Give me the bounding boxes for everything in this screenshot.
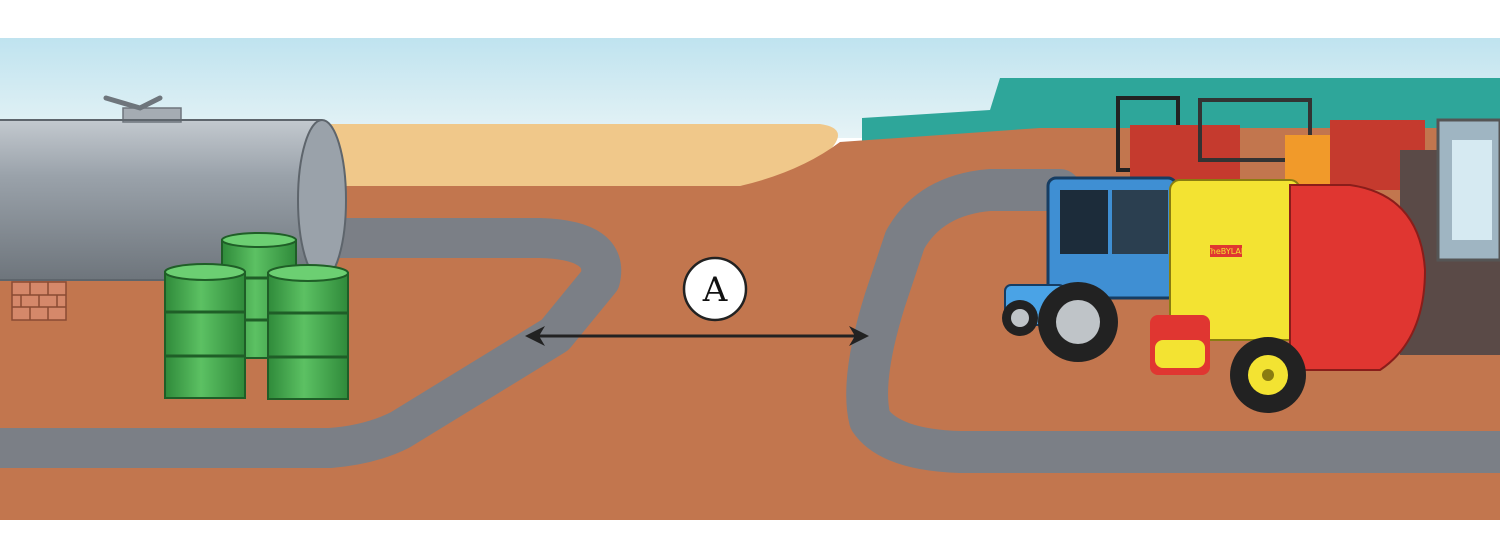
road-left — [0, 218, 622, 468]
barrel-front-left — [164, 263, 246, 399]
sand-dune — [320, 124, 838, 186]
label-a: A — [702, 270, 728, 310]
baler-brand-label: TheBYLAK — [1205, 247, 1247, 256]
tractor — [1002, 176, 1178, 362]
road-right — [846, 169, 1500, 473]
barrel-front-right — [267, 264, 349, 400]
round-baler: TheBYLAK — [1150, 179, 1427, 413]
brick-support — [11, 281, 67, 321]
label-a-marker: A — [682, 256, 748, 322]
